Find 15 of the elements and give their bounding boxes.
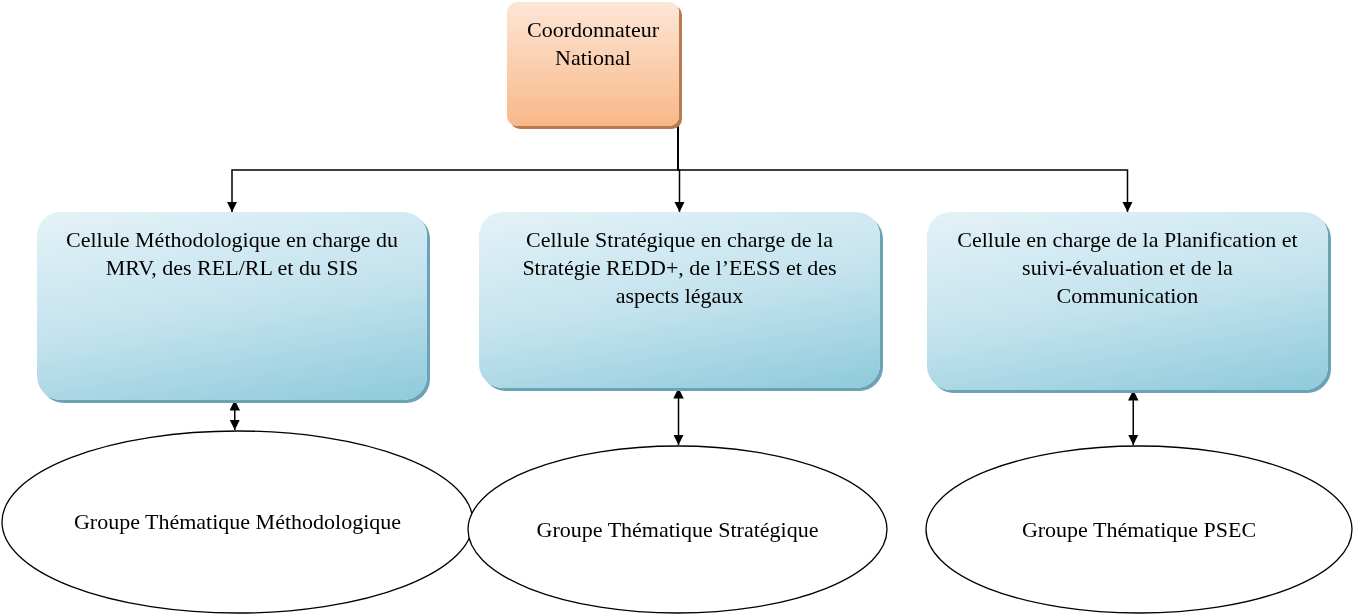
- node-label: Groupe Thématique Stratégique: [536, 515, 819, 544]
- cell-box: [479, 212, 880, 388]
- coordinator-box: [507, 2, 679, 126]
- node-label: Cellule en charge de la Planification et suivi-évaluation et de la Communication: [957, 226, 1298, 310]
- arrow: [677, 125, 1133, 213]
- ellipse-node: [467, 445, 888, 614]
- node-label: Coordonnateur National: [526, 16, 660, 72]
- cell-box: [37, 212, 427, 400]
- ellipse-node: [1, 430, 474, 614]
- node-label: Cellule Méthodologique en charge du MRV, des REL/RL et du SIS: [65, 226, 399, 282]
- ellipse-node: [925, 445, 1353, 614]
- node-label: Cellule Stratégique en charge de la Stratégie REDD+, de l’EESS et des aspects légaux: [521, 226, 838, 310]
- cell-box: [927, 212, 1328, 390]
- node-label: Groupe Thématique PSEC: [1021, 515, 1257, 544]
- node-label: Groupe Thématique Méthodologique: [73, 508, 402, 536]
